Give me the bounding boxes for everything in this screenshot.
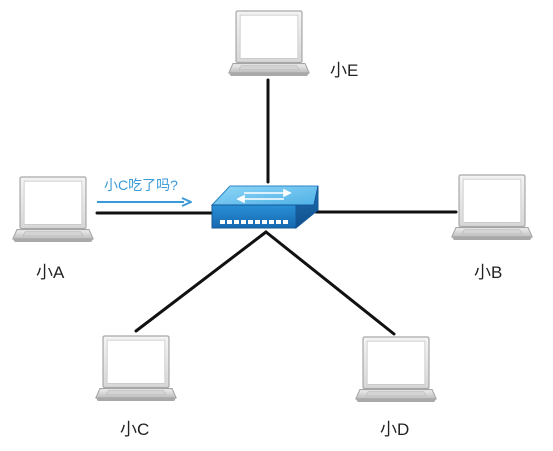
- laptop-e-icon: [228, 10, 310, 77]
- switch-icon: [210, 185, 319, 230]
- node-label-c: 小C: [120, 420, 150, 439]
- laptop-c-icon: [95, 335, 177, 402]
- message-label: 小C吃了吗?: [104, 177, 178, 193]
- message-arrow: [97, 197, 192, 207]
- node-label-a: 小A: [36, 263, 65, 282]
- link-d-switch: [264, 230, 396, 336]
- laptop-a-icon: [12, 176, 94, 243]
- laptop-b-icon: [451, 174, 533, 241]
- node-label-d: 小D: [380, 420, 410, 439]
- node-label-b: 小B: [474, 263, 503, 282]
- node-label-e: 小E: [330, 61, 359, 80]
- links: [95, 78, 458, 336]
- link-c-switch: [134, 230, 268, 333]
- laptop-d-icon: [355, 336, 437, 403]
